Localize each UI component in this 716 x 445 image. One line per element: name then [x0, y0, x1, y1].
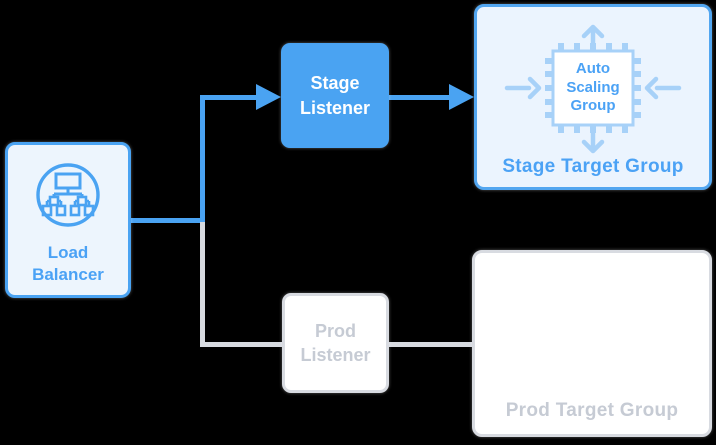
node-load-balancer: Load Balancer [5, 142, 131, 298]
chip-label: Auto Scaling Group [566, 59, 620, 115]
node-stage-listener: Stage Listener [281, 43, 389, 148]
auto-scaling-chip-icon [503, 19, 683, 159]
node-label: Prod Target Group [505, 400, 679, 421]
node-label: Load Balancer [32, 243, 104, 285]
edge-segment [200, 95, 258, 100]
load-balancer-icon [34, 161, 102, 234]
arrowhead-icon [256, 84, 281, 110]
edge-segment [389, 95, 451, 100]
node-label: Prod Listener [300, 320, 371, 365]
edge-segment [200, 342, 282, 347]
arrowhead-icon [449, 84, 474, 110]
node-prod-target-group: Prod Target Group [472, 250, 712, 437]
edge-segment [128, 218, 204, 223]
node-stage-target-group: Auto Scaling Group Stage Target Group [474, 4, 712, 190]
node-label: Stage Listener [299, 73, 371, 118]
node-prod-listener: Prod Listener [282, 293, 389, 393]
edge-segment [200, 222, 205, 347]
edge-segment [200, 95, 205, 223]
edge-segment [389, 342, 472, 347]
node-label: Stage Target Group [502, 156, 684, 177]
